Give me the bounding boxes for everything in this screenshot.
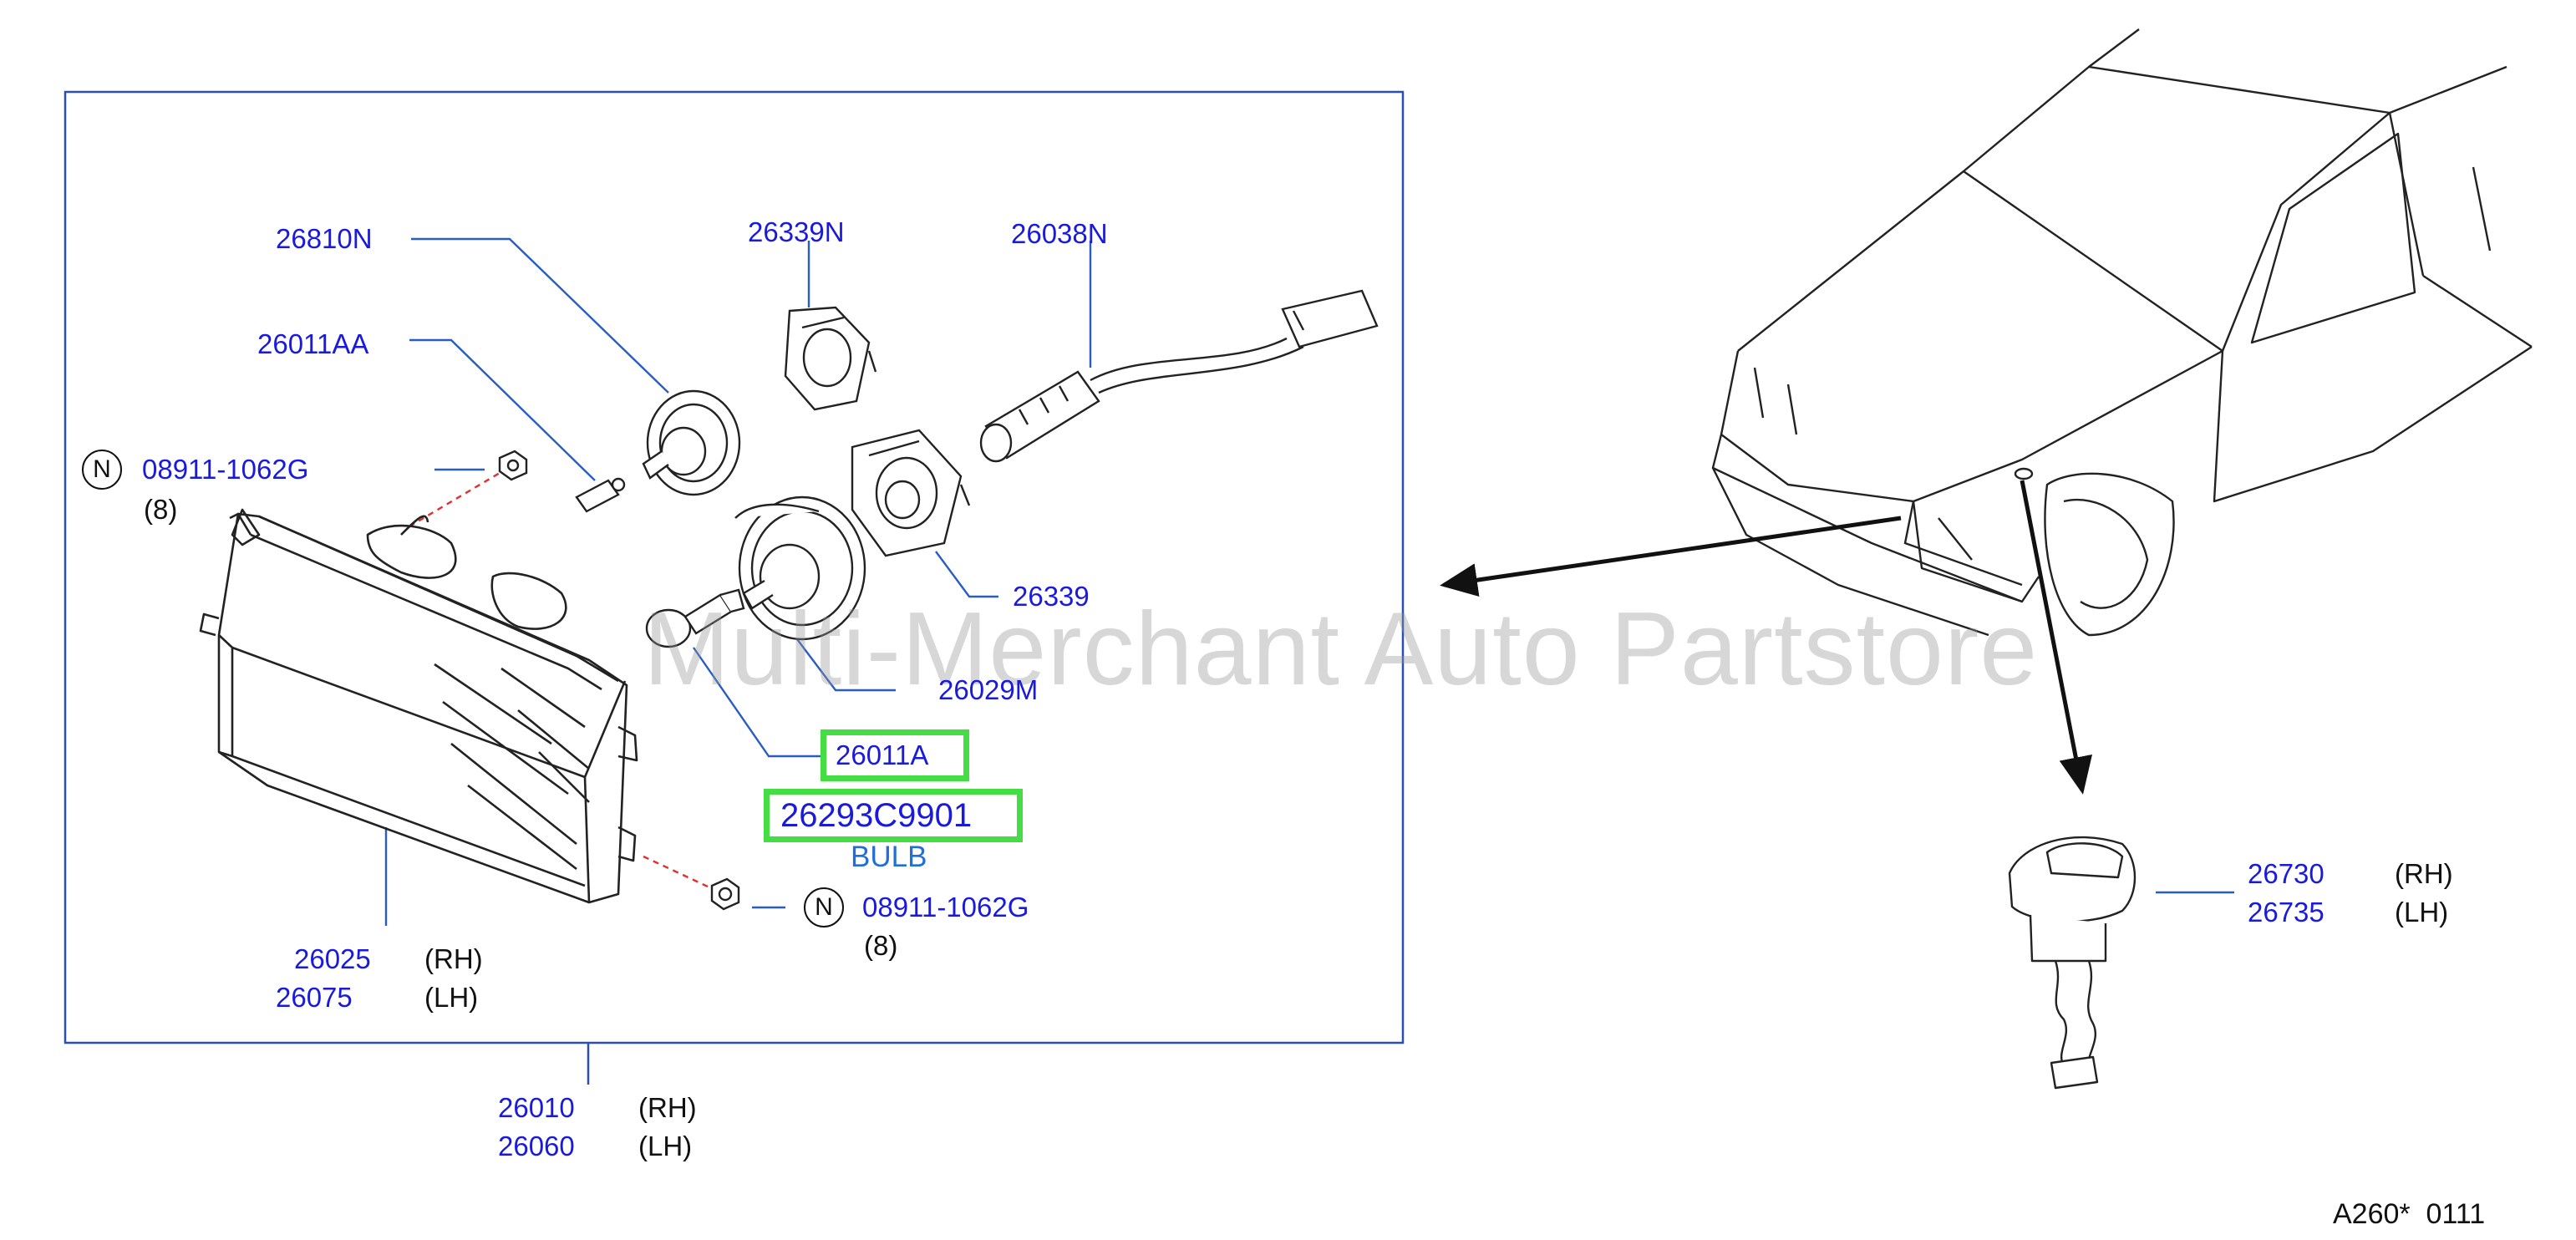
highlight-26293C9901 bbox=[764, 789, 1023, 842]
harness-26038N-drawing bbox=[979, 289, 1379, 463]
socket-26029M-drawing bbox=[734, 495, 866, 641]
bulb-26011A-drawing bbox=[645, 588, 745, 648]
car-drawing bbox=[1711, 28, 2533, 637]
part-26075-side: (LH) bbox=[424, 982, 479, 1013]
part-26025[interactable]: 26025 bbox=[294, 943, 371, 974]
highlight-26011A bbox=[821, 729, 969, 781]
nut-bottom-drawing bbox=[710, 877, 740, 911]
part-26075[interactable]: 26075 bbox=[276, 982, 353, 1013]
part-26735[interactable]: 26735 bbox=[2248, 897, 2324, 927]
nut-top-drawing bbox=[498, 450, 528, 481]
part-26029M[interactable]: 26029M bbox=[938, 674, 1039, 705]
part-26735-side: (LH) bbox=[2395, 897, 2449, 927]
part-26293C9901[interactable]: 26293C9901 bbox=[780, 797, 973, 834]
callout-arrows bbox=[1440, 480, 2093, 795]
nut-top-part[interactable]: 08911-1062G bbox=[142, 454, 309, 485]
part-26730[interactable]: 26730 bbox=[2248, 858, 2324, 889]
socket-26810N-drawing bbox=[642, 389, 741, 496]
part-26011A[interactable]: 26011A bbox=[836, 739, 929, 770]
watermark-text: Multi-Merchant Auto Partstore bbox=[643, 592, 2039, 707]
leader-lines bbox=[384, 237, 2234, 926]
part-26730-side: (RH) bbox=[2395, 858, 2453, 889]
fastener-lines bbox=[409, 471, 721, 894]
part-26011AA[interactable]: 26011AA bbox=[257, 328, 369, 359]
part-26060-side: (LH) bbox=[638, 1131, 693, 1161]
assembly-frame bbox=[64, 90, 1405, 1044]
bulb-label: BULB bbox=[851, 841, 927, 873]
part-26025-side: (RH) bbox=[424, 943, 483, 974]
retainer-26339N-drawing bbox=[784, 306, 877, 411]
headlamp-drawing bbox=[199, 508, 638, 904]
nut-top-n-badge: N bbox=[82, 450, 122, 490]
bulb-26011AA-drawing bbox=[575, 477, 626, 513]
nut-top-qty: (8) bbox=[144, 494, 178, 525]
nut-bottom-part[interactable]: 08911-1062G bbox=[862, 892, 1029, 922]
part-26060[interactable]: 26060 bbox=[498, 1131, 575, 1161]
side-lamp-drawing bbox=[2008, 836, 2137, 1090]
part-26339N[interactable]: 26339N bbox=[748, 216, 845, 247]
nut-bottom-n-badge: N bbox=[804, 887, 844, 927]
part-26038N[interactable]: 26038N bbox=[1011, 218, 1108, 249]
part-26010-side: (RH) bbox=[638, 1092, 697, 1123]
part-26810N[interactable]: 26810N bbox=[276, 223, 373, 254]
retainer-26339-drawing bbox=[851, 429, 971, 557]
part-26010[interactable]: 26010 bbox=[498, 1092, 575, 1123]
diagram-code: A260* 0111 bbox=[2333, 1198, 2486, 1230]
nut-bottom-qty: (8) bbox=[864, 930, 898, 961]
part-26339[interactable]: 26339 bbox=[1013, 581, 1090, 612]
